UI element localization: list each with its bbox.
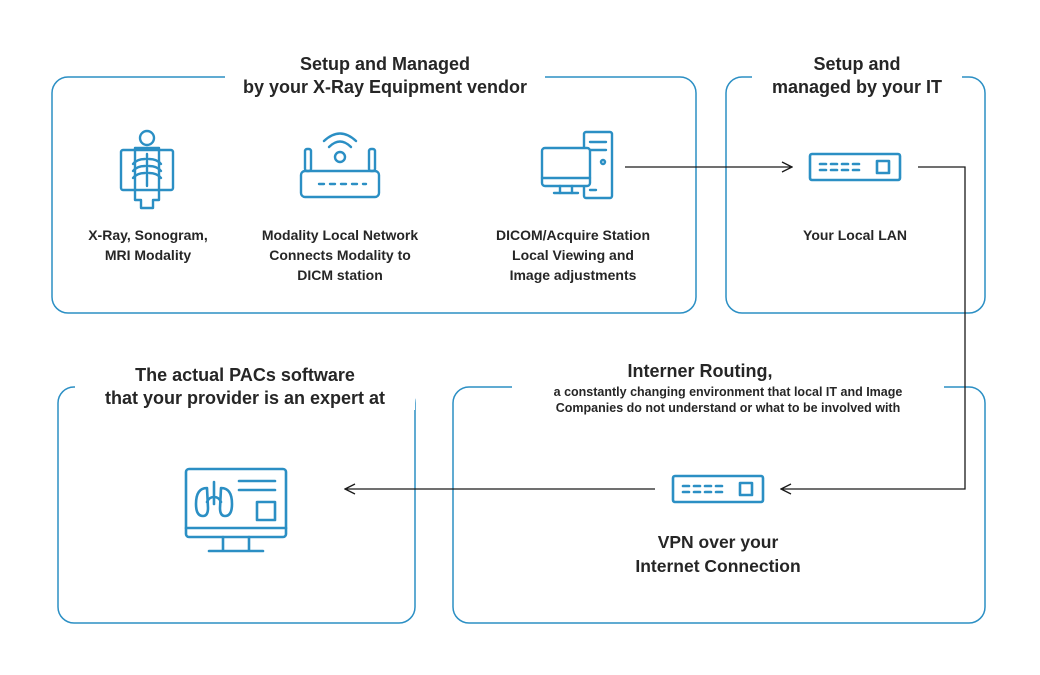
lan-label: Your Local LAN [760, 225, 950, 245]
it-title-line-2: managed by your IT [771, 77, 943, 97]
routing-box-subtitle: a constantly changing environment that l… [512, 384, 944, 416]
local-network-label: Modality Local Network Connects Modality… [245, 225, 435, 285]
vpn-label-line-2: Internet Connection [635, 556, 801, 576]
xray-body-icon [119, 129, 175, 210]
modality-label-line-1: X-Ray, Sonogram, [88, 227, 208, 243]
local-network-label-line-1: Modality Local Network [261, 227, 419, 243]
modality-label-line-2: MRI Modality [104, 247, 192, 263]
vpn-label-line-1: VPN over your [657, 532, 779, 552]
vendor-title-line-2: by your X-Ray Equipment vendor [242, 77, 528, 97]
dicom-label-line-1: DICOM/Acquire Station [495, 227, 650, 243]
routing-box-title: Interner Routing, [620, 360, 780, 383]
it-box [725, 76, 986, 314]
lan-label-text: Your Local LAN [803, 227, 907, 243]
vendor-title-line-1: Setup and Managed [299, 54, 470, 74]
pacs-title-line-2: that your provider is an expert at [104, 388, 386, 408]
it-title-line-1: Setup and [813, 54, 901, 74]
pacs-title-line-1: The actual PACs software [135, 365, 355, 385]
lung-scan-monitor-icon [184, 467, 288, 553]
local-network-label-line-3: DICM station [297, 267, 383, 283]
connector-lan-to-vpn [781, 166, 966, 489]
routing-title: Interner Routing, [627, 361, 773, 381]
local-network-label-line-2: Connects Modality to [269, 247, 411, 263]
routing-subtitle-line-1: a constantly changing environment that l… [553, 385, 903, 399]
desktop-computer-icon [540, 130, 614, 200]
dicom-label-line-2: Local Viewing and [512, 247, 634, 263]
modality-label: X-Ray, Sonogram, MRI Modality [66, 225, 230, 265]
wifi-router-icon [299, 132, 381, 199]
vendor-box-title: Setup and Managed by your X-Ray Equipmen… [225, 53, 545, 99]
vpn-switch-icon [671, 474, 765, 504]
dicom-station-label: DICOM/Acquire Station Local Viewing and … [468, 225, 678, 285]
dicom-label-line-3: Image adjustments [509, 267, 637, 283]
routing-subtitle-line-2: Companies do not understand or what to b… [555, 401, 901, 415]
it-box-title: Setup and managed by your IT [752, 53, 962, 99]
routing-box [452, 386, 986, 624]
pacs-box-title: The actual PACs software that your provi… [75, 364, 415, 410]
network-switch-icon [808, 152, 902, 182]
vpn-label: VPN over your Internet Connection [598, 530, 838, 578]
